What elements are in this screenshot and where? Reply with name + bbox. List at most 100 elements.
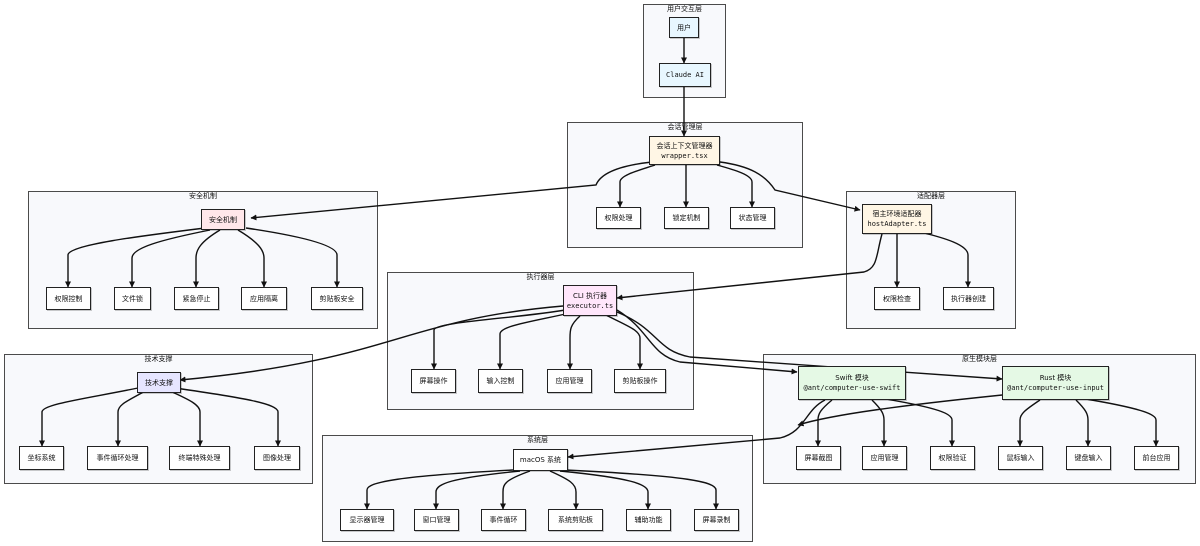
group-title-executor: 执行器层 [526,273,555,281]
node-user: 用户 [669,17,699,38]
node-image-processing-label: 图像处理 [263,454,291,462]
node-event-loop-processing-label: 事件循环处理 [96,454,139,462]
edge-tech-coord [39,387,139,447]
node-image-processing: 图像处理 [254,446,300,470]
node-event-loop: 事件循环 [481,509,526,531]
node-event-loop-label: 事件循环 [489,516,518,524]
node-mouse-input-label: 鼠标输入 [1006,454,1035,462]
node-perm-verify-label: 权限验证 [938,454,967,462]
edge-session-adapter [719,161,861,212]
node-swift-module-pkg: @ant/computer-use-swift [803,384,901,392]
node-system-clipboard: 系统剪贴板 [548,509,603,531]
node-clipboard-op: 剪贴板操作 [614,369,666,393]
node-host-adapter: 宿主环境适配器 hostAdapter.ts [862,204,932,234]
node-display-mgmt: 显示器管理 [340,509,394,531]
node-input-ctrl-label: 输入控制 [486,377,515,385]
node-tech-support-label: 技术支撑 [145,378,173,387]
node-screen-op-label: 屏幕操作 [419,377,448,385]
node-cli-executor-file: executor.ts [566,301,614,310]
node-swift-module: Swift 模块 @ant/computer-use-swift [798,366,906,400]
node-executor-create: 执行器创建 [943,287,994,310]
group-title-user: 用户交互层 [667,5,702,13]
node-terminal-special-label: 终端特殊处理 [178,454,221,462]
edge-tech-term [169,390,203,447]
node-accessibility: 辅助功能 [626,509,671,531]
node-clipboard-security-label: 剪贴板安全 [319,294,355,303]
node-file-lock: 文件锁 [114,287,151,310]
node-screenshot-label: 屏幕截图 [804,454,833,462]
node-session-context-label: 会话上下文管理器 [656,141,713,150]
edge-exec-clip [605,314,643,370]
edge-swift-macos [567,399,826,460]
node-perm-verify: 权限验证 [930,446,975,470]
group-title-native: 原生模块层 [962,355,997,363]
node-native-app-mgmt-label: 应用管理 [870,454,899,462]
group-title-adapter: 适配器层 [917,192,945,200]
edge-exec-input [497,312,571,370]
node-claude-ai: Claude AI [659,63,711,87]
node-lock-mech: 锁定机制 [664,207,709,229]
node-screen-op: 屏幕操作 [411,369,456,393]
node-system-clipboard-label: 系统剪贴板 [558,516,593,524]
node-event-loop-processing: 事件循环处理 [87,446,148,470]
edge-sec-c4 [237,229,267,288]
edge-swift-shot [815,399,833,447]
node-lock-mech-label: 锁定机制 [672,214,701,222]
node-terminal-special: 终端特殊处理 [169,446,230,470]
node-window-mgmt: 窗口管理 [414,509,459,531]
node-executor-create-label: 执行器创建 [951,294,986,303]
group-title-session: 会话管理层 [667,123,703,131]
node-security-label: 安全机制 [209,215,237,224]
node-swift-module-label: Swift 模块 [835,374,869,382]
edge-sec-c1 [65,227,206,288]
node-app-isolation: 应用隔离 [241,287,287,310]
edge-rust-kbd [1075,399,1091,447]
node-security: 安全机制 [201,209,245,230]
edge-swift-perm [879,397,955,447]
edge-swift-app [871,399,887,447]
node-native-app-mgmt: 应用管理 [862,446,907,470]
node-keyboard-input-label: 键盘输入 [1074,454,1103,462]
node-session-context: 会话上下文管理器 wrapper.tsx [649,136,720,165]
node-claude-ai-label: Claude AI [666,71,704,79]
node-front-app: 前台应用 [1134,446,1179,470]
node-macos-system: macOS 系统 [513,449,568,471]
group-title-security: 安全机制 [189,192,217,200]
node-emergency-stop: 紧急停止 [174,287,219,310]
edge-rust-front [1079,397,1159,447]
node-front-app-label: 前台应用 [1142,454,1171,462]
node-coord-system-label: 坐标系统 [27,454,56,462]
edge-sec-c2 [129,229,211,288]
edge-sec-c3 [193,229,221,288]
edge-sec-c5 [245,227,340,288]
edge-session-state [716,164,755,208]
node-host-adapter-label: 宿主环境适配器 [872,210,922,218]
node-perm-ctrl-label: 权限控制 [54,294,83,303]
node-app-mgmt: 应用管理 [547,369,592,393]
node-cli-executor: CLI 执行器 executor.ts [563,285,617,316]
edge-tech-event [115,390,146,447]
node-state-mgmt-label: 状态管理 [738,214,767,222]
edge-macos-clip [549,470,579,510]
node-state-mgmt: 状态管理 [730,207,775,229]
node-clipboard-op-label: 剪贴板操作 [622,377,658,385]
node-rust-module: Rust 模块 @ant/computer-use-input [1002,366,1109,400]
node-mouse-input: 鼠标输入 [998,446,1043,470]
node-user-label: 用户 [677,23,691,32]
edge-exec-app [567,315,581,370]
node-host-adapter-file: hostAdapter.ts [867,220,927,228]
edge-macos-rec [564,469,719,510]
node-cli-executor-label: CLI 执行器 [572,291,608,300]
edge-tech-image [174,387,281,447]
edge-macos-event [500,470,531,510]
node-screen-recording: 屏幕录制 [694,509,739,531]
node-screen-recording-label: 屏幕录制 [702,516,731,524]
node-rust-module-label: Rust 模块 [1039,374,1072,382]
edge-session-perm [617,164,656,208]
edge-exec-rust [616,311,1003,382]
edge-exec-screen [431,309,566,370]
node-screenshot: 屏幕截图 [796,446,841,470]
node-rust-module-pkg: @ant/computer-use-input [1007,384,1104,392]
node-accessibility-label: 辅助功能 [634,516,663,524]
